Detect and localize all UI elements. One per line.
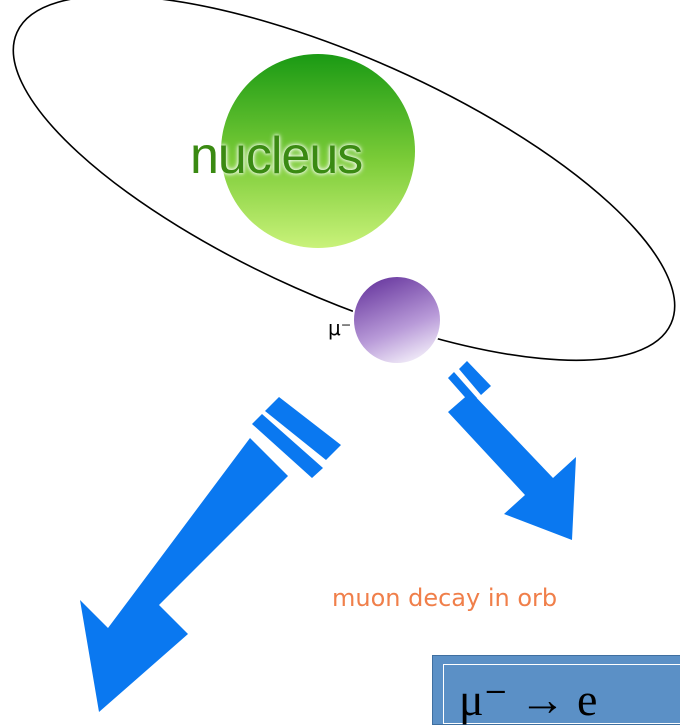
arrow-decay-in-orbit (448, 361, 576, 540)
decay-in-orbit-label: muon decay in orb (332, 584, 557, 612)
muon-sphere (353, 276, 441, 364)
nucleus-label: nucleus (190, 126, 450, 186)
muon-label: μ⁻ (328, 316, 351, 340)
formula-text: μ⁻ → e (459, 672, 597, 726)
arrow-conversion (80, 397, 341, 712)
formula-box: μ⁻ → e (432, 655, 680, 725)
